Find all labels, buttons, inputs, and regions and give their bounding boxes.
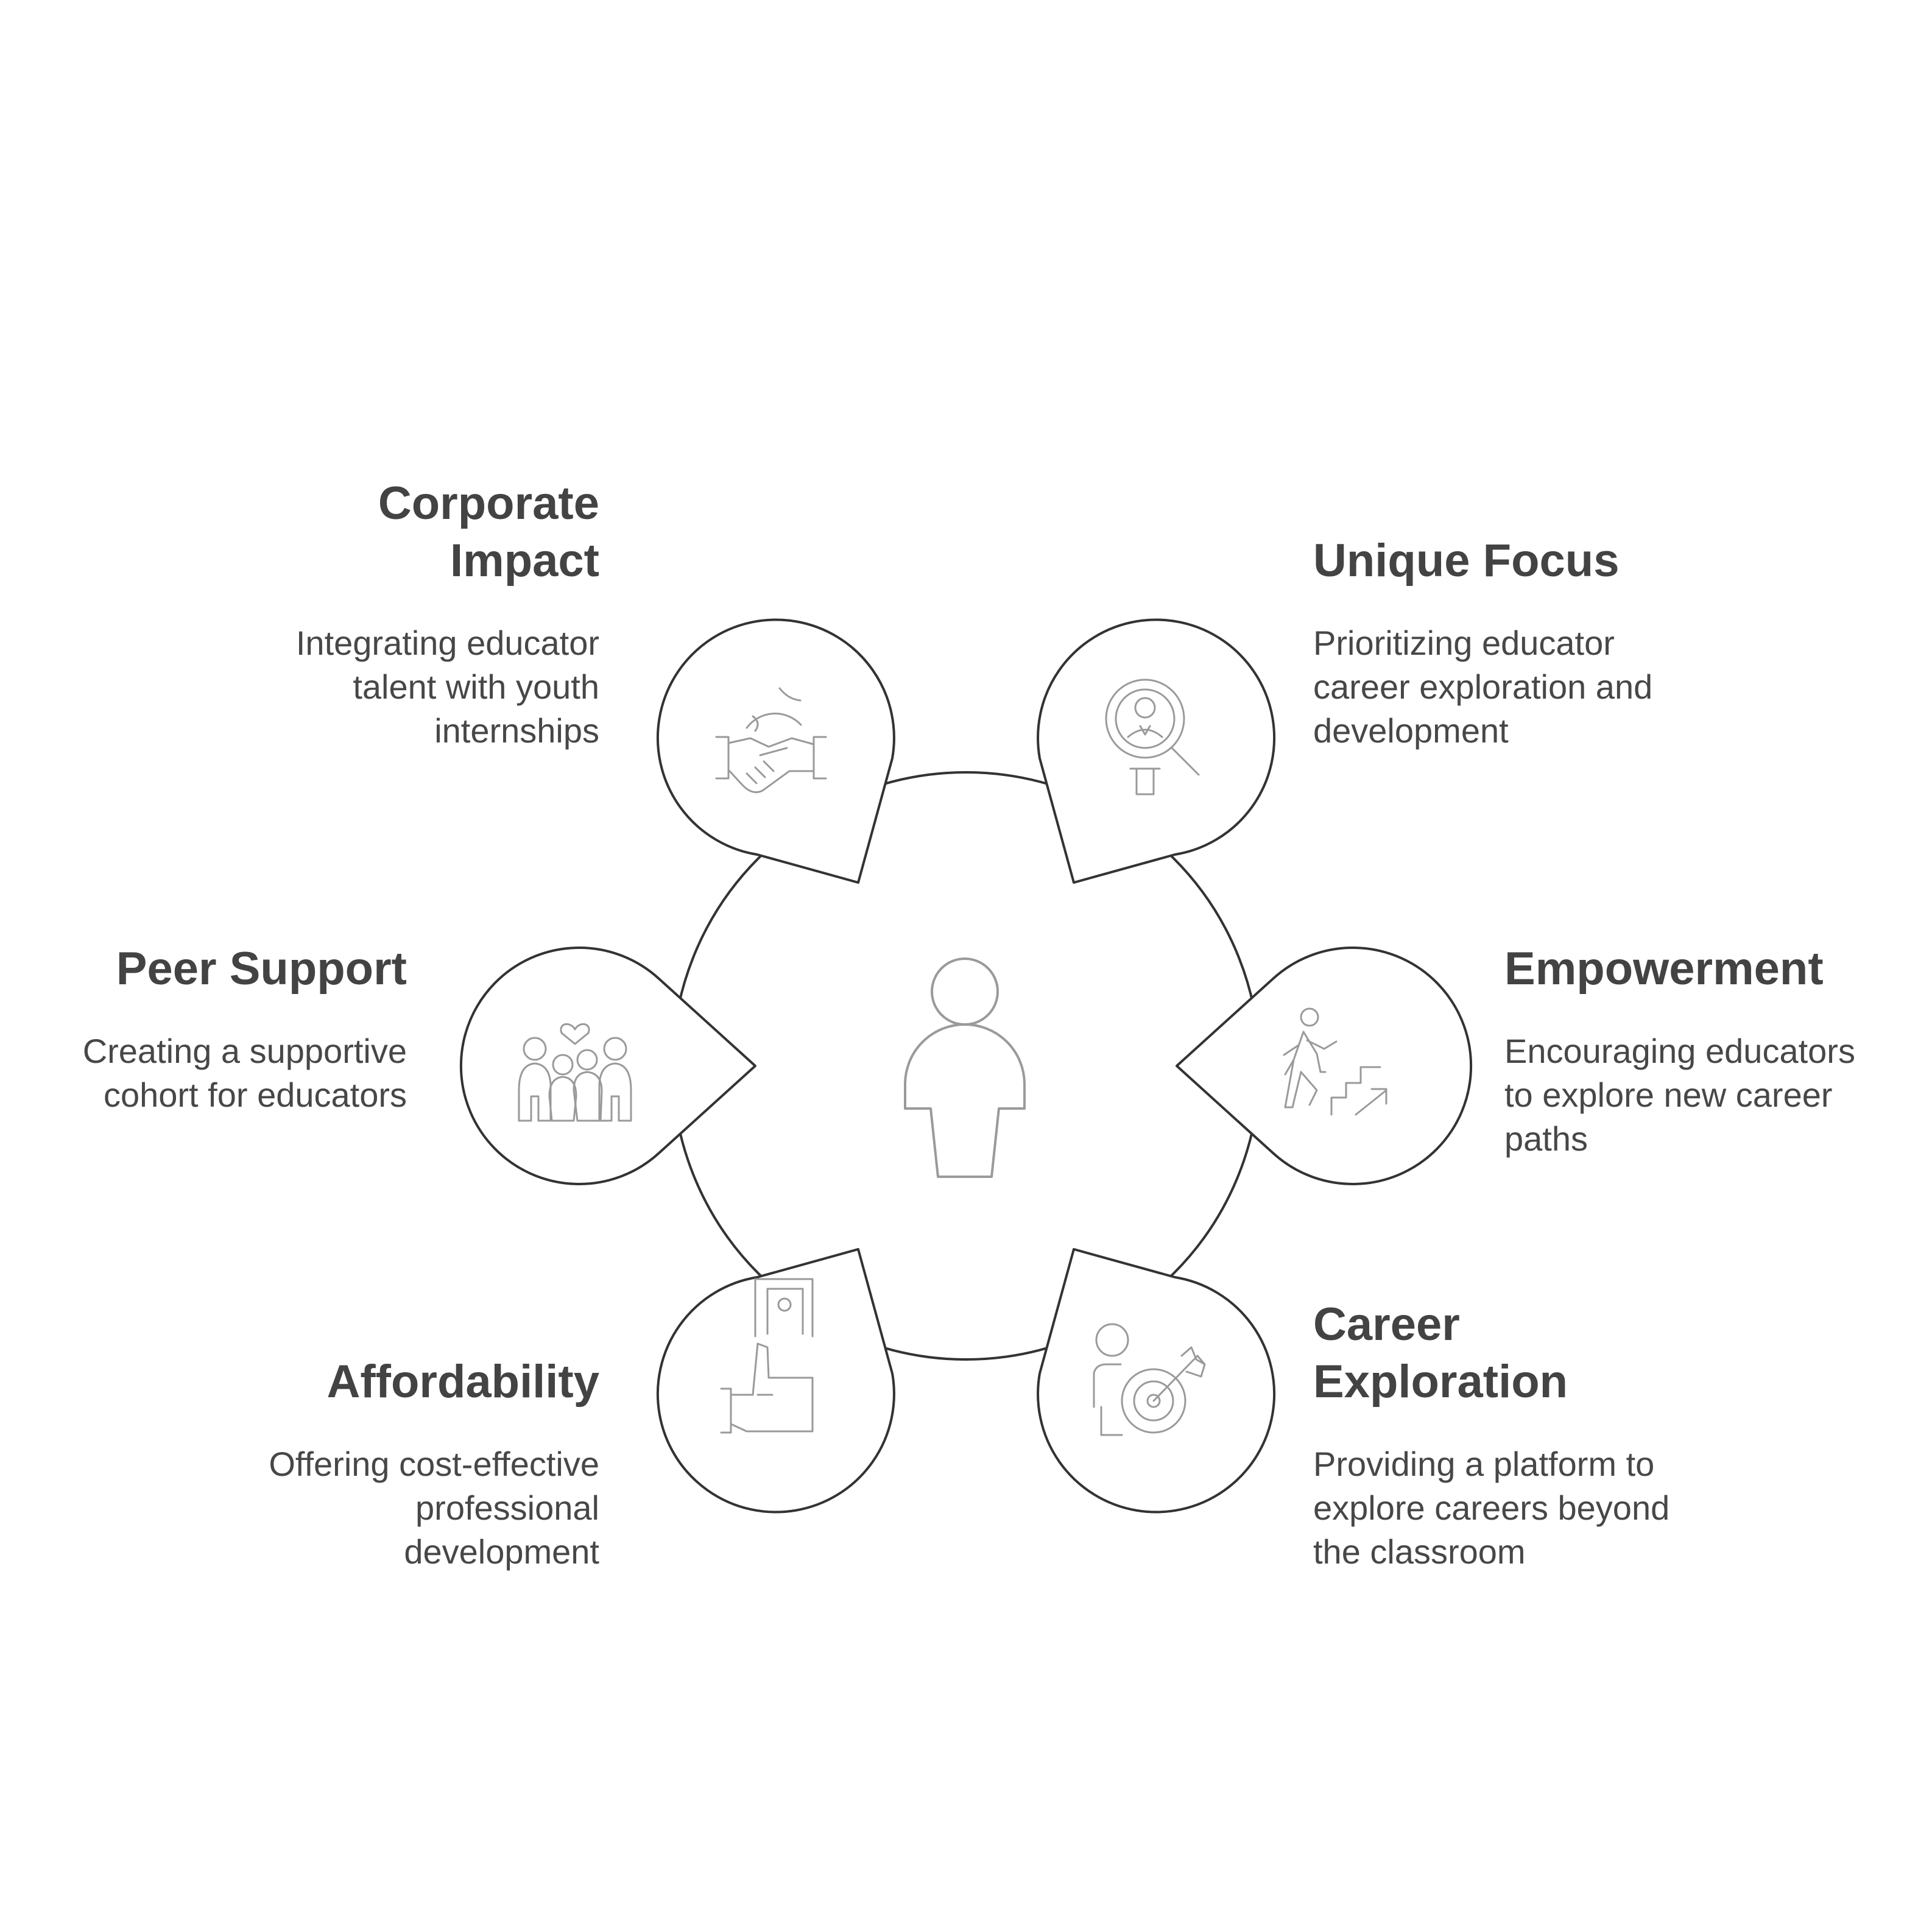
person-search-icon (1105, 679, 1200, 795)
item-career-exploration: Career Exploration Providing a platform … (1313, 1296, 1861, 1574)
item-description: Encouraging educators (1504, 1032, 1855, 1070)
handshake-globe-icon (715, 687, 827, 794)
person-target-icon (1093, 1323, 1206, 1436)
item-description: Integrating educator (295, 624, 599, 662)
item-description: cohort for educators (103, 1076, 407, 1114)
item-description: development (1313, 711, 1509, 750)
item-description: the classroom (1313, 1532, 1526, 1571)
item-unique-focus: Unique Focus Prioritizing educator caree… (1313, 532, 1861, 753)
item-description: professional (415, 1489, 599, 1527)
item-peer-support: Peer Support Creating a supportive cohor… (0, 940, 407, 1117)
center-ring (671, 771, 1261, 1361)
drop-unique-focus (1037, 618, 1276, 884)
item-empowerment: Empowerment Encouraging educators to exp… (1504, 940, 1919, 1161)
person-icon (904, 957, 1026, 1178)
item-title: Corporate (378, 478, 599, 529)
item-description: to explore new career (1504, 1076, 1833, 1114)
item-title: Career (1313, 1299, 1460, 1350)
item-description: internships (434, 711, 599, 750)
item-description: career exploration and (1313, 668, 1653, 706)
item-title: Exploration (1313, 1356, 1568, 1408)
drop-empowerment (1176, 947, 1473, 1185)
drop-affordability (656, 1248, 895, 1514)
drop-corporate-impact (656, 618, 895, 884)
item-description: Providing a platform to (1313, 1445, 1655, 1483)
item-title: Unique Focus (1313, 535, 1620, 587)
drop-career-exploration (1037, 1248, 1276, 1514)
item-title: Peer Support (116, 943, 407, 995)
item-description: Prioritizing educator (1313, 624, 1615, 662)
item-description: paths (1504, 1119, 1588, 1158)
item-title: Impact (450, 535, 599, 587)
item-title: Affordability (326, 1356, 599, 1408)
item-affordability: Affordability Offering cost-effective pr… (51, 1353, 599, 1574)
drop-peer-support (459, 947, 756, 1185)
item-description: Offering cost-effective (269, 1445, 599, 1483)
hand-money-icon (720, 1278, 814, 1434)
group-heart-icon (518, 1023, 632, 1122)
item-description: development (404, 1532, 599, 1571)
item-description: talent with youth (353, 668, 599, 706)
climbing-stairs-icon (1283, 1007, 1387, 1116)
item-description: explore careers beyond (1313, 1489, 1670, 1527)
item-title: Empowerment (1504, 943, 1824, 995)
item-description: Creating a supportive (82, 1032, 407, 1070)
item-corporate-impact: Corporate Impact Integrating educator ta… (51, 475, 599, 753)
